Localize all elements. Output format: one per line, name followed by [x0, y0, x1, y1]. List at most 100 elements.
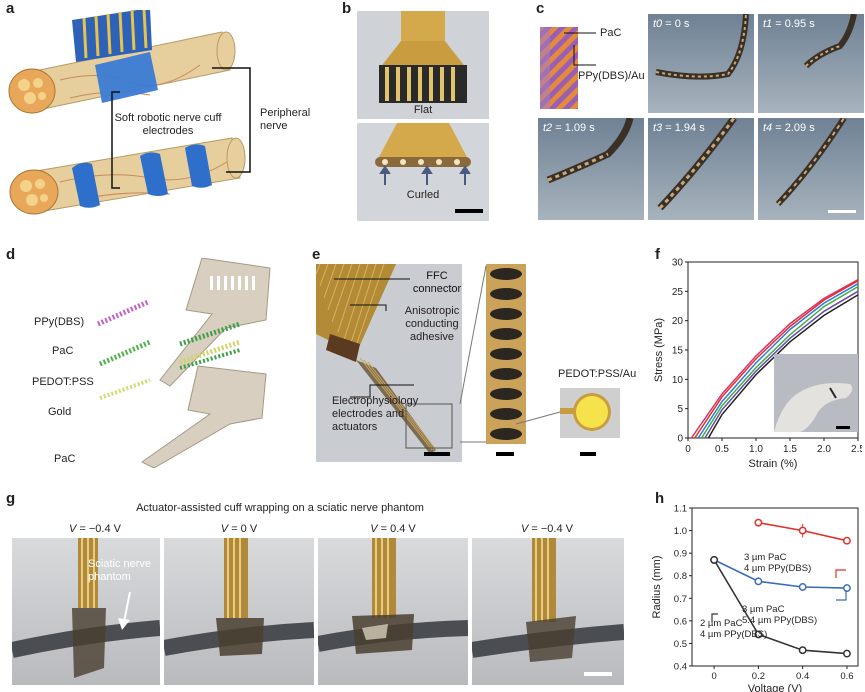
- y-tick-label: 0.5: [674, 639, 687, 650]
- ppy-label-c: PPy(DBS)/Au: [578, 70, 645, 82]
- y-tick-label: 20: [672, 316, 684, 327]
- frame-time-value: = 2.09 s: [772, 122, 815, 134]
- x-tick-label: 1.0: [749, 444, 763, 455]
- layer-label-gold: Gold: [48, 406, 72, 418]
- frame-time-value: = 0 s: [662, 18, 690, 30]
- device-on-finger: [829, 387, 837, 399]
- bottom-nerve-icon: [9, 137, 246, 215]
- x-axis-label: Voltage (V): [748, 683, 802, 692]
- x-tick-label: 0.6: [840, 671, 853, 682]
- pedot-electrode-photo: [560, 388, 620, 438]
- y-tick-label: 0.8: [674, 571, 687, 582]
- wrapping-photo-4: [472, 538, 624, 685]
- frame-time-var: t2: [543, 122, 553, 134]
- voltage-value: = 0 V: [228, 523, 258, 535]
- x-tick-label: 0: [711, 671, 716, 682]
- data-point: [842, 649, 851, 658]
- data-point: [798, 646, 807, 655]
- voltage-var: V: [370, 523, 378, 535]
- y-tick-label: 15: [672, 346, 684, 357]
- panel-label-d: d: [6, 246, 16, 263]
- curled-label: Curled: [406, 189, 440, 201]
- panel-label-c: c: [536, 0, 545, 17]
- panel-label-e: e: [312, 246, 321, 263]
- stress-strain-chart: 00.51.01.52.02.5051015202530Strain (%)St…: [653, 258, 862, 471]
- wrapping-photo-3: [318, 538, 468, 685]
- scale-bar-e2: [496, 452, 514, 456]
- voltage-var: V: [220, 523, 229, 535]
- y-tick-label: 0: [677, 434, 683, 445]
- layer-stack-illustration: [96, 258, 271, 468]
- x-tick-label: 1.5: [783, 444, 797, 455]
- bilayer-leader-lines: [564, 32, 596, 66]
- wrapping-photo-2: [164, 538, 314, 685]
- voltage-value: = 0.4 V: [377, 523, 416, 535]
- data-point: [754, 577, 763, 586]
- x-axis-label: Strain (%): [749, 458, 798, 470]
- electrophysiology-label: Electrophysiology electrodes and actuato…: [332, 395, 419, 434]
- pac-label-c: PaC: [600, 27, 622, 39]
- y-tick-label: 30: [672, 258, 684, 269]
- x-tick-label: 0.2: [752, 671, 765, 682]
- x-tick-label: 0: [685, 444, 691, 455]
- actuation-frame-t1: t1 = 0.95 s: [758, 14, 864, 113]
- y-axis-label: Radius (mm): [651, 556, 663, 619]
- inset-finger-photo: [774, 354, 858, 432]
- layer-label-pac-top: PaC: [52, 345, 74, 357]
- layer-label-ppy: PPy(DBS): [34, 316, 85, 328]
- series-line: [704, 290, 859, 439]
- frame-time-var: t0: [653, 18, 663, 30]
- series-line: [694, 280, 859, 439]
- ffc-connector-label: FFC connector: [412, 270, 462, 296]
- y-tick-label: 1.0: [674, 526, 687, 537]
- data-point: [798, 526, 807, 535]
- y-tick-label: 0.9: [674, 549, 687, 560]
- series-label: 3 µm PaC: [744, 552, 787, 563]
- series-line: [707, 294, 859, 439]
- flat-electrode-photo: Flat: [357, 11, 489, 119]
- panel-g-title: Actuator-assisted cuff wrapping on a sci…: [136, 502, 424, 514]
- frame-time-var: t1: [763, 18, 773, 30]
- inset-scale-bar: [836, 426, 850, 429]
- data-point: [798, 583, 807, 591]
- actuation-frame-t2: t2 = 1.09 s: [538, 118, 644, 220]
- layer-label-pedot: PEDOT:PSS: [32, 376, 94, 388]
- series-label: 3 µm PaC: [742, 604, 785, 615]
- data-point: [842, 584, 851, 593]
- frame-time-value: = 0.95 s: [772, 18, 815, 30]
- data-point: [710, 555, 719, 564]
- y-tick-label: 25: [672, 287, 684, 298]
- series-label: 4 µm PPy(DBS): [744, 563, 811, 574]
- frame-time-value: = 1.94 s: [662, 122, 705, 134]
- flat-label: Flat: [413, 103, 433, 116]
- scale-bar-e3: [580, 452, 596, 456]
- panel-label-a: a: [6, 0, 15, 17]
- frame-time-var: t4: [763, 122, 773, 134]
- series-line: [690, 278, 859, 439]
- helix-closeup-photo: [486, 264, 526, 444]
- electrode-strip-icon: [72, 10, 158, 103]
- x-tick-label: 2.0: [817, 444, 831, 455]
- series-label: 5.4 µm PPy(DBS): [742, 615, 817, 626]
- wrapping-photo-1: Sciatic nerve phantom: [12, 538, 160, 685]
- frame-time-var: t3: [653, 122, 663, 134]
- bilayer-schematic-icon: [540, 27, 578, 109]
- actuation-frame-t3: t3 = 1.94 s: [648, 118, 754, 220]
- acf-label: Anisotropic conducting adhesive: [404, 305, 460, 344]
- series-pointer-arrow: [835, 569, 846, 578]
- voltage-value: = −0.4 V: [528, 523, 573, 535]
- x-tick-label: 0.5: [715, 444, 729, 455]
- series-label: 4 µm PPy(DBS): [700, 629, 767, 640]
- plot-frame: [691, 507, 859, 667]
- nerve-cuff-illustration: [8, 10, 251, 215]
- series-pointer-arrow: [836, 590, 847, 601]
- y-tick-label: 10: [672, 375, 684, 386]
- device-overview-photo: [316, 264, 462, 462]
- data-point: [754, 630, 763, 639]
- actuation-frame-t4: t4 = 2.09 s: [758, 118, 864, 220]
- actuation-frame-t0: t0 = 0 s: [648, 14, 754, 113]
- y-axis-label: Stress (MPa): [653, 318, 665, 382]
- zoom-lines: [459, 265, 561, 443]
- y-tick-label: 5: [677, 404, 683, 415]
- x-tick-label: 0.4: [796, 671, 809, 682]
